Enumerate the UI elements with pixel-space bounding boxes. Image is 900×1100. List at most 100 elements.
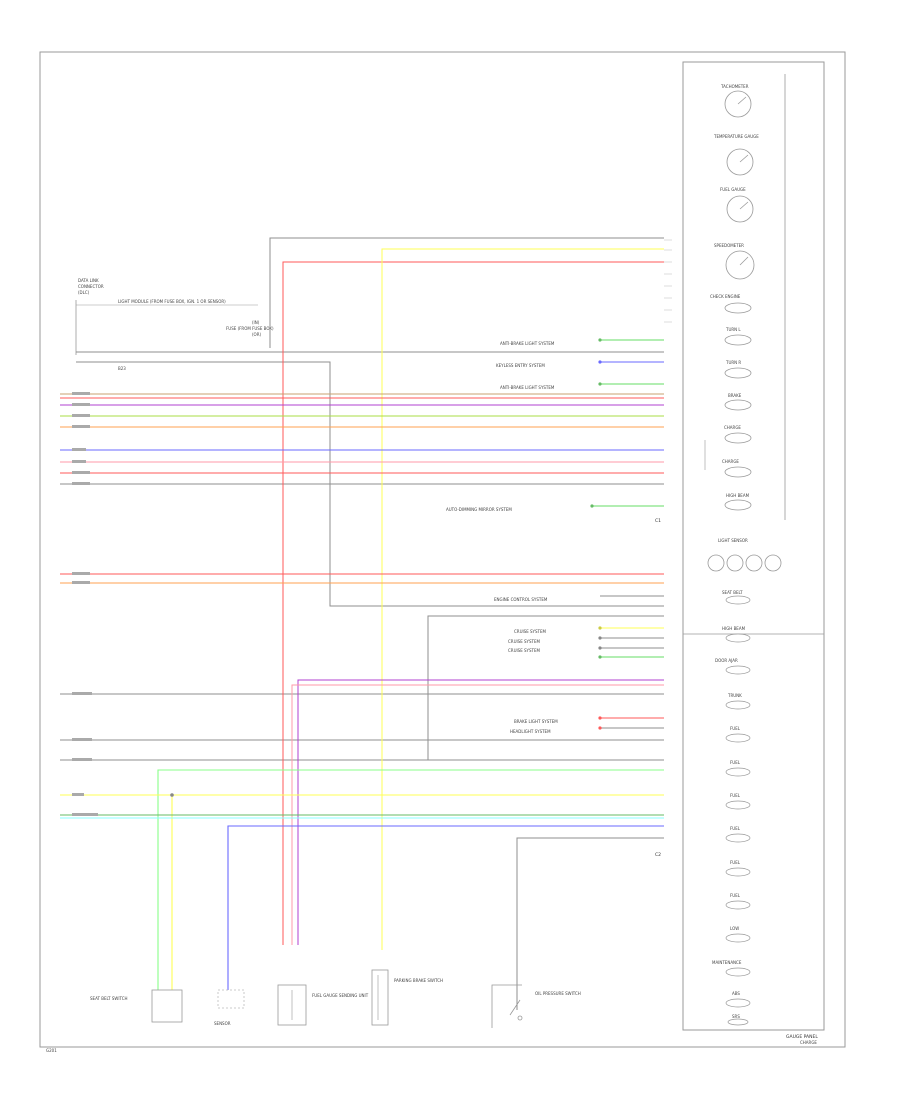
indicator-fuel-2: FUEL [725, 760, 751, 777]
indicator-fuel-4: FUEL [725, 826, 751, 843]
system-label-9: BRAKE LIGHT SYSTEM [514, 719, 558, 724]
component-fuel-sender: FUEL GAUGE SENDING UNIT [277, 984, 369, 1026]
indicator-maintenance: MAINTENANCE [712, 960, 751, 977]
lower-indicators: SEAT BELT HIGH BEAM DOOR AJAR TRUNK FUEL… [712, 590, 751, 1026]
left-note-text-4: (OR) [252, 332, 261, 337]
component-label-fuel-sender: FUEL GAUGE SENDING UNIT [312, 993, 369, 998]
system-label-10: HEADLIGHT SYSTEM [510, 729, 551, 734]
indicator-label-fuel-3: FUEL [730, 793, 741, 798]
indicator-trunk: TRUNK [725, 693, 751, 710]
harness-system-labels: ANTI-BRAKE LIGHT SYSTEM KEYLESS ENTRY SY… [446, 341, 558, 734]
indicator-label-turn-l: TURN L [725, 327, 741, 332]
indicator-label-seat-belt: SEAT BELT [722, 590, 743, 595]
gauge-speedometer: SPEEDOMETER [714, 243, 755, 280]
indicator-high-beam: HIGH BEAM [724, 493, 752, 511]
indicator-high-beam-2: HIGH BEAM [722, 626, 751, 643]
connector-pins [664, 239, 672, 323]
splice-dot [170, 793, 174, 797]
indicator-label-turn-r: TURN R [725, 360, 741, 365]
system-label-5: ENGINE CONTROL SYSTEM [494, 597, 548, 602]
dlc-line-1: DATA LINK [78, 278, 99, 283]
indicator-fuel-1: FUEL [725, 726, 751, 743]
component-oil-pressure-switch: OIL PRESSURE SWITCH [491, 984, 581, 1028]
gauge-temperature: TEMPERATURE GAUGE [713, 134, 759, 176]
indicator-label-fuel-5: FUEL [730, 860, 741, 865]
outer-frame [39, 51, 846, 1048]
component-parking-brake-switch: PARKING BRAKE SWITCH [371, 969, 443, 1026]
indicator-label-fuel-4: FUEL [730, 826, 741, 831]
gauge-fuel: FUEL GAUGE [720, 187, 754, 223]
wires-right-stubs [592, 339, 664, 729]
gauge-label-speedometer: SPEEDOMETER [714, 243, 744, 248]
wire-violet [291, 679, 664, 945]
indicator-label-trunk: TRUNK [727, 693, 742, 698]
left-note-text-3: FUSE (FROM FUSE BOX) [226, 326, 274, 331]
component-sensor: SENSOR [214, 989, 245, 1026]
component-label-parking-brake: PARKING BRAKE SWITCH [394, 978, 443, 983]
indicator-label-maintenance: MAINTENANCE [712, 960, 742, 965]
indicator-label-srs: SRS [732, 1014, 740, 1019]
indicator-label-high-beam-2: HIGH BEAM [722, 626, 746, 631]
system-label-2: KEYLESS ENTRY SYSTEM [496, 363, 545, 368]
indicator-label-light-sensor: LIGHT SENSOR [718, 538, 748, 543]
indicator-label-low: LOW [730, 926, 739, 931]
left-top-note: DATA LINK CONNECTOR (DLC) LIGHT MODULE (… [75, 278, 274, 371]
connector-c1-label: C1 [655, 518, 661, 524]
indicator-label-check-engine: CHECK ENGINE [710, 294, 741, 299]
component-label-oil-pressure: OIL PRESSURE SWITCH [535, 991, 581, 996]
indicator-label-charge-1: CHARGE [724, 425, 741, 430]
stub-dots [590, 338, 602, 730]
indicator-seat-belt: SEAT BELT [722, 590, 751, 605]
wires-grey [60, 237, 664, 1010]
indicator-fuel-5: FUEL [725, 860, 751, 877]
wires-lower-colored [60, 769, 664, 990]
wires-harness-upper [60, 393, 664, 584]
system-label-8: CRUISE SYSTEM [508, 648, 541, 653]
indicator-label-door-ajar: DOOR AJAR [715, 658, 738, 663]
indicator-abs: ABS [725, 991, 751, 1008]
system-label-1: ANTI-BRAKE LIGHT SYSTEM [500, 341, 555, 346]
gauge-panel-title: GAUGE PANEL [786, 1034, 818, 1040]
gauge-label-tachometer: TACHOMETER [720, 84, 749, 89]
connector-c2-label: C2 [655, 852, 661, 858]
left-pin-label: B23 [118, 366, 126, 371]
dlc-line-2: CONNECTOR [78, 284, 104, 289]
wire-yellow-trunk [381, 248, 664, 950]
component-label-sensor: SENSOR [214, 1021, 231, 1026]
light-sensor-cluster: LIGHT SENSOR [707, 538, 782, 572]
indicator-fuel-6: FUEL [725, 893, 751, 910]
indicator-check-engine: CHECK ENGINE [710, 294, 752, 314]
indicator-label-brake: BRAKE [728, 393, 742, 398]
indicator-turn-r: TURN R [724, 360, 752, 379]
dlc-line-3: (DLC) [78, 290, 90, 295]
indicator-srs: SRS [727, 1014, 749, 1026]
gauge-tachometer: TACHOMETER [720, 84, 752, 118]
indicator-charge-2: CHARGE [722, 459, 752, 478]
system-label-6: CRUISE SYSTEM [514, 629, 547, 634]
indicator-turn-l: TURN L [724, 327, 752, 346]
indicator-label-fuel-1: FUEL [730, 726, 741, 731]
system-label-3: ANTI-BRAKE LIGHT SYSTEM [500, 385, 555, 390]
indicator-door-ajar: DOOR AJAR [715, 658, 751, 675]
indicator-low: LOW [725, 926, 751, 943]
indicator-label-abs: ABS [732, 991, 740, 996]
component-seat-belt-switch: SEAT BELT SWITCH [90, 989, 183, 1023]
system-label-7: CRUISE SYSTEM [508, 639, 541, 644]
indicator-charge-1: CHARGE [724, 425, 752, 444]
gauge-label-temperature: TEMPERATURE GAUGE [713, 134, 759, 139]
left-wire-tags [72, 392, 98, 816]
indicator-label-fuel-2: FUEL [730, 760, 741, 765]
indicator-label-high-beam: HIGH BEAM [726, 493, 750, 498]
wire-red-trunk [282, 261, 664, 945]
left-note-text: LIGHT MODULE (FROM FUSE BOX, IGN. 1 OR S… [118, 299, 226, 304]
footer-left: G201 [46, 1048, 57, 1053]
gauge-panel-box [682, 61, 825, 1031]
gauge-label-fuel: FUEL GAUGE [720, 187, 746, 192]
indicator-label-charge-2: CHARGE [722, 459, 739, 464]
indicator-fuel-3: FUEL [725, 793, 751, 810]
left-note-text-2: (IN) [252, 320, 260, 325]
component-label-seat-belt: SEAT BELT SWITCH [90, 996, 128, 1001]
indicator-label-fuel-6: FUEL [730, 893, 741, 898]
footer-right: CHARGE [800, 1040, 817, 1045]
system-label-4: AUTO-DIMMING MIRROR SYSTEM [446, 507, 512, 512]
